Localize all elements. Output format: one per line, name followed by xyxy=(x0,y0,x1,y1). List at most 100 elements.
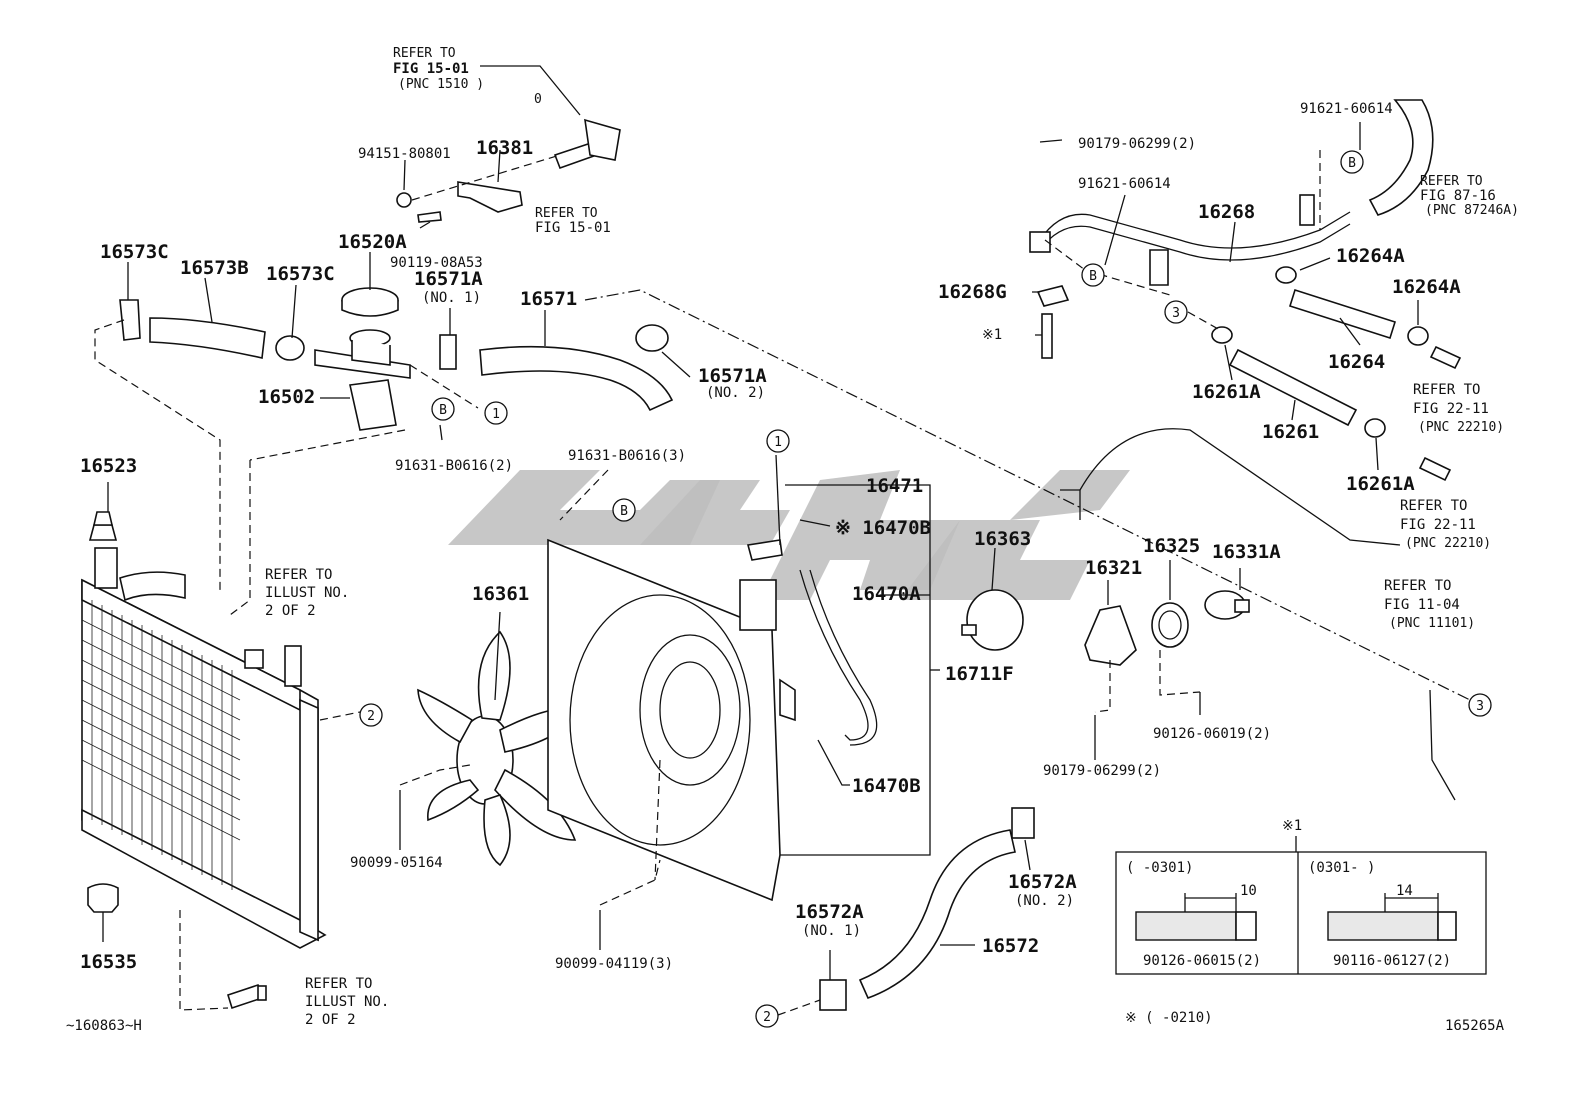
clamp-16573C-left xyxy=(119,299,141,341)
callout-b-d: B xyxy=(1348,156,1356,171)
refer-fig87-l3: (PNC 87246A) xyxy=(1425,203,1519,218)
callout-circles xyxy=(359,150,1492,1028)
hose-16573B xyxy=(149,317,266,359)
diagram-id: 165265A xyxy=(1445,1018,1505,1034)
radiator-cap-16523 xyxy=(88,511,118,541)
label-16264A-b: 16264A xyxy=(1392,276,1461,298)
refer-fig11-l3: (PNC 11101) xyxy=(1389,616,1475,631)
reservoir-hose-16470A xyxy=(799,569,878,746)
callout-0: 0 xyxy=(534,92,542,107)
label-16261: 16261 xyxy=(1262,421,1319,443)
label-16264: 16264 xyxy=(1328,351,1385,373)
drain-cock xyxy=(227,983,267,1010)
refer-illust-b-l3: 2 OF 2 xyxy=(305,1012,356,1028)
refer-illust-a-l2: ILLUST NO. xyxy=(265,585,349,601)
label-16264A-a: 16264A xyxy=(1336,245,1405,267)
callout-b-a: B xyxy=(439,403,447,418)
inset-title: ※1 xyxy=(1282,818,1302,834)
refer-fig22-a-l2: FIG 22-11 xyxy=(1413,401,1489,417)
mount-cushion-16535 xyxy=(87,883,119,913)
label-16325: 16325 xyxy=(1143,535,1200,557)
fan-shroud-16711F xyxy=(547,538,796,902)
filler-neck-16502 xyxy=(314,329,411,431)
label-90119-08A53: 90119-08A53 xyxy=(390,255,483,271)
thermostat-16331A xyxy=(1204,590,1250,620)
refer-fig15-a-l3: (PNC 1510 ) xyxy=(398,77,484,92)
label-16571A-no1-sub: (NO. 1) xyxy=(422,290,481,306)
refer-notes: REFER TO FIG 15-01 (PNC 1510 ) REFER TO … xyxy=(265,46,1519,1028)
label-16573C-b: 16573C xyxy=(266,263,335,285)
callout-b-b: B xyxy=(620,504,628,519)
water-outlet-16321 xyxy=(1084,605,1137,666)
refer-fig11-l1: REFER TO xyxy=(1384,578,1451,594)
label-91631-B0616-3: 91631-B0616(3) xyxy=(568,448,686,464)
refer-illust-a-l3: 2 OF 2 xyxy=(265,603,316,619)
label-91621-60614-b: 91621-60614 xyxy=(1078,176,1171,192)
hose-16571 xyxy=(479,345,674,412)
footer-code: ~160863~H xyxy=(66,1018,142,1034)
label-16502: 16502 xyxy=(258,386,315,408)
motor-16363 xyxy=(961,589,1024,651)
inset-right-dim: 14 xyxy=(1396,883,1413,899)
label-16572A-no2-sub: (NO. 2) xyxy=(1015,893,1074,909)
refer-fig22-a-l1: REFER TO xyxy=(1413,382,1480,398)
label-90099-04119: 90099-04119(3) xyxy=(555,956,673,972)
part-labels: 16573C 16573B 16573C 16520A 16571A (NO. … xyxy=(80,101,1461,973)
label-star1: ※1 xyxy=(982,327,1002,343)
label-16572: 16572 xyxy=(982,935,1039,957)
label-16572A-no1: 16572A xyxy=(795,901,864,923)
label-16268G: 16268G xyxy=(938,281,1007,303)
label-16363: 16363 xyxy=(974,528,1031,550)
label-16535: 16535 xyxy=(80,951,137,973)
label-16573C-a: 16573C xyxy=(100,241,169,263)
label-16711F: 16711F xyxy=(945,663,1014,685)
refer-illust-b-l1: REFER TO xyxy=(305,976,372,992)
bracket-16381 xyxy=(396,118,621,223)
legend-note: ※ ( -0210) xyxy=(1125,1010,1213,1026)
label-16571A-no2-sub: (NO. 2) xyxy=(706,385,765,401)
refer-fig87-l1: REFER TO xyxy=(1420,174,1483,189)
label-16520A: 16520A xyxy=(338,231,407,253)
label-16572A-no1-sub: (NO. 1) xyxy=(802,923,861,939)
inset-right-range: (0301- ) xyxy=(1308,860,1375,876)
label-16572A-no2: 16572A xyxy=(1008,871,1077,893)
pipe-16268 xyxy=(1029,194,1351,286)
label-16331A: 16331A xyxy=(1212,541,1281,563)
refer-fig22-b-l1: REFER TO xyxy=(1400,498,1467,514)
clamp-16571A-no1 xyxy=(439,334,457,370)
inset-left-dim: 10 xyxy=(1240,883,1257,899)
refer-fig87-l2: FIG 87-16 xyxy=(1420,188,1496,204)
stud-star1 xyxy=(1041,313,1053,359)
label-16573B: 16573B xyxy=(180,257,249,279)
label-16571A-no1: 16571A xyxy=(414,268,483,290)
refer-fig15-b-l2: FIG 15-01 xyxy=(535,220,611,236)
refer-fig11-l2: FIG 11-04 xyxy=(1384,597,1460,613)
label-16523: 16523 xyxy=(80,455,137,477)
refer-fig15-a-l1: REFER TO xyxy=(393,46,456,61)
label-91631-B0616-2: 91631-B0616(2) xyxy=(395,458,513,474)
label-16381: 16381 xyxy=(476,137,533,159)
inset-star1: ※1 ( -0301) (0301- ) 10 14 90126-06015(2… xyxy=(1115,818,1487,975)
reservoir-cap-16471 xyxy=(746,539,783,561)
label-16261A-b: 16261A xyxy=(1346,473,1415,495)
refer-fig22-b-l2: FIG 22-11 xyxy=(1400,517,1476,533)
label-16571A-no2: 16571A xyxy=(698,365,767,387)
label-90179-06299-b: 90179-06299(2) xyxy=(1043,763,1161,779)
lower-hose-16572 xyxy=(819,807,1035,1011)
grommet-16268G xyxy=(1036,285,1070,307)
label-94151-80801: 94151-80801 xyxy=(358,146,451,162)
refer-fig15-b-l1: REFER TO xyxy=(535,206,598,221)
inset-right-part: 90116-06127(2) xyxy=(1333,953,1451,969)
refer-illust-b-l2: ILLUST NO. xyxy=(305,994,389,1010)
leader-lines xyxy=(94,150,1471,1016)
callout-3-a: 3 xyxy=(1172,306,1180,321)
inset-left-range: ( -0301) xyxy=(1126,860,1193,876)
refer-illust-a-l1: REFER TO xyxy=(265,567,332,583)
callout-2-a: 2 xyxy=(367,709,375,724)
label-16361: 16361 xyxy=(472,583,529,605)
label-16261A-a: 16261A xyxy=(1192,381,1261,403)
label-16470A: 16470A xyxy=(852,583,921,605)
inset-left-part: 90126-06015(2) xyxy=(1143,953,1261,969)
part-leaders xyxy=(102,122,1419,980)
